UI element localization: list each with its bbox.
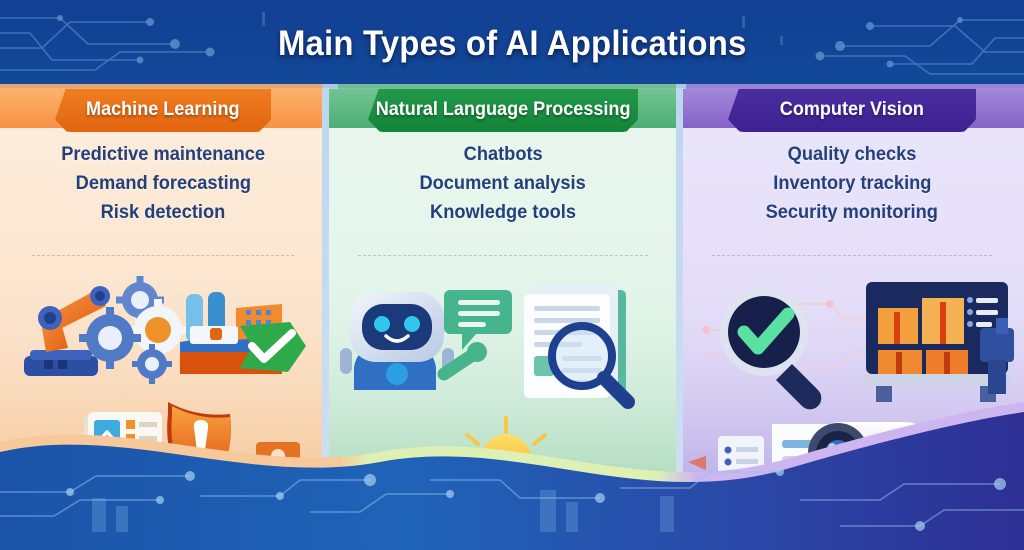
list-item: Demand forecasting <box>75 173 251 194</box>
columns-container: Machine Learning Predictive maintenance … <box>0 88 1024 550</box>
list-divider <box>358 255 648 256</box>
list-divider <box>32 255 294 256</box>
speech-bubble-icon <box>444 290 512 350</box>
list-item: Document analysis <box>419 173 587 194</box>
list-item: Security monitoring <box>765 202 939 223</box>
column-divider-1 <box>322 88 329 550</box>
list-item: Predictive maintenance <box>61 144 265 165</box>
item-list-nlp: Chatbots Document analysis Knowledge too… <box>326 144 680 224</box>
poster-title-bar: Main Types of AI Applications <box>0 0 1024 88</box>
illustration-computer-vision <box>680 264 1024 550</box>
item-list-machine-learning: Predictive maintenance Demand forecastin… <box>0 144 326 224</box>
list-item: Chatbots <box>463 144 543 165</box>
header-accent-strip <box>0 84 1024 89</box>
illustration-nlp <box>326 264 680 550</box>
list-item: Risk detection <box>100 202 226 223</box>
column-header-computer-vision: Computer Vision <box>728 88 976 132</box>
magnifier-check-icon <box>720 288 822 410</box>
magnifier-icon <box>548 322 635 409</box>
column-header-label: Computer Vision <box>779 99 925 120</box>
illustration-machine-learning <box>0 264 326 550</box>
gears-icon <box>79 276 189 384</box>
robot-arm-icon <box>24 286 110 376</box>
boxes-icon <box>878 298 968 378</box>
scanner-arm-icon <box>980 318 1014 394</box>
page-title: Main Types of AI Applications <box>277 24 747 63</box>
user-badge-icon <box>256 442 300 480</box>
list-divider <box>712 255 992 256</box>
circuit-decoration-top <box>0 12 1024 75</box>
column-header-label: Natural Language Processing <box>375 99 631 120</box>
column-computer-vision: Computer Vision Quality checks Inventory… <box>680 88 1024 550</box>
list-item: Quality checks <box>787 144 917 165</box>
chart-document-icon <box>84 412 162 474</box>
robot-arm-pointer-icon <box>437 342 487 381</box>
column-header-nlp: Natural Language Processing <box>368 88 638 132</box>
column-divider-2 <box>676 88 683 550</box>
list-item: Knowledge tools <box>430 202 576 223</box>
column-natural-language-processing: Natural Language Processing Chatbots Doc… <box>326 88 680 550</box>
list-item: Inventory tracking <box>772 173 932 194</box>
column-header-machine-learning: Machine Learning <box>55 88 271 132</box>
item-list-computer-vision: Quality checks Inventory tracking Securi… <box>680 144 1024 224</box>
chatbot-icon <box>340 292 454 390</box>
column-header-label: Machine Learning <box>86 99 240 120</box>
column-machine-learning: Machine Learning Predictive maintenance … <box>0 88 326 550</box>
green-check-icon <box>240 322 306 372</box>
